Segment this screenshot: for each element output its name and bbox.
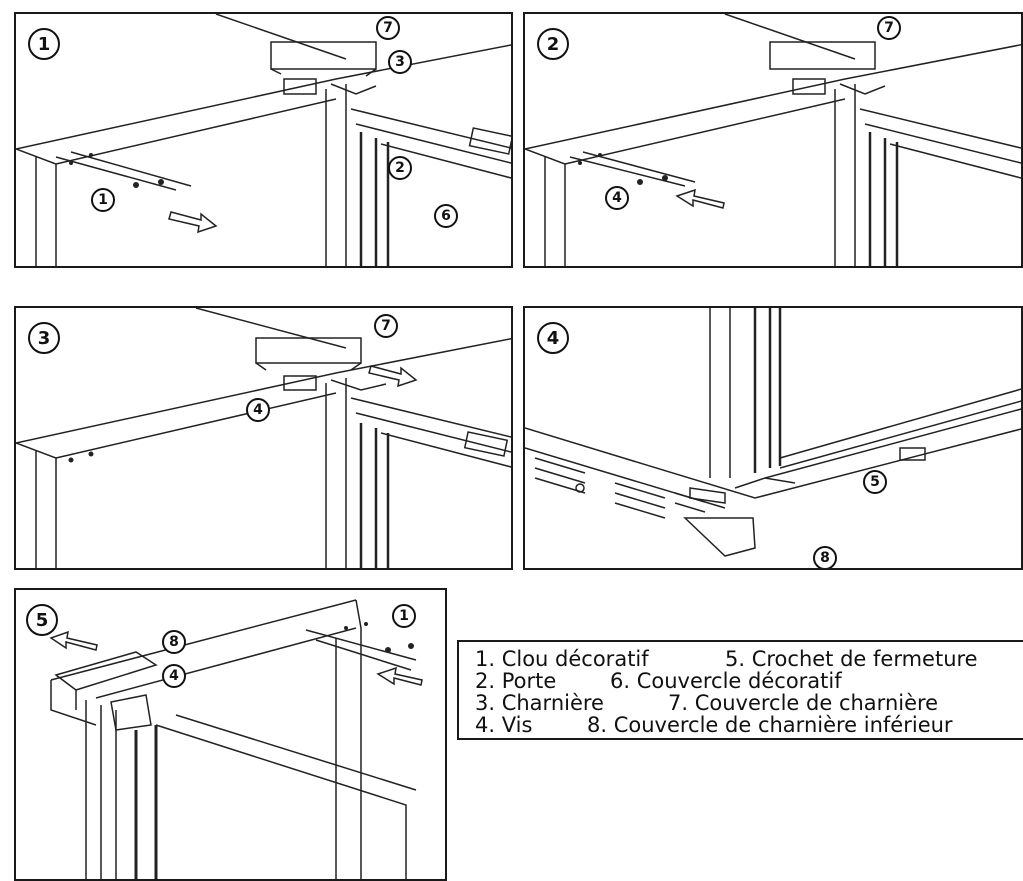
panel-2-illustration [525,14,1021,266]
callout-lower-hinge-cover: 8 [813,546,837,568]
panel-step-2: 2 7 4 [523,12,1023,268]
callout-closing-hook: 5 [863,470,887,494]
legend-row: 3. Charnière 7. Couvercle de charnière [475,692,938,714]
legend-row: 2. Porte 6. Couvercle décoratif [475,670,842,692]
callout-lower-hinge-cover: 8 [162,630,186,654]
step-number-badge: 3 [28,322,60,354]
callout-hinge-cover: 7 [376,16,400,40]
legend-item: 5. Crochet de fermeture [725,647,978,671]
legend-item: 1. Clou décoratif [475,647,649,671]
panel-1-illustration [16,14,511,266]
legend-item: 8. Couvercle de charnière inférieur [587,713,953,737]
legend-row: 4. Vis 8. Couvercle de charnière inférieu… [475,714,953,736]
panel-step-1: 1 7 3 2 6 1 [14,12,513,268]
panel-step-4: 4 5 8 [523,306,1023,570]
panel-step-5: 5 8 4 1 [14,588,447,881]
callout-decorative-nail: 1 [91,188,115,212]
callout-screw: 4 [605,186,629,210]
step-number-badge: 1 [28,28,60,60]
legend-row: 1. Clou décoratif 5. Crochet de fermeture [475,648,978,670]
step-number-badge: 2 [537,28,569,60]
callout-hinge: 3 [388,50,412,74]
callout-decorative-nail: 1 [392,604,416,628]
callout-hinge-cover: 7 [374,314,398,338]
step-number-badge: 4 [537,322,569,354]
legend-item: 6. Couvercle décoratif [610,669,842,693]
panel-5-illustration [49,599,423,879]
legend-item: 4. Vis [475,713,533,737]
callout-hinge-cover: 7 [877,16,901,40]
legend-item: 7. Couvercle de charnière [668,691,939,715]
callout-screw: 4 [162,664,186,688]
step-number-badge: 5 [26,604,58,636]
callout-screw: 4 [246,398,270,422]
parts-legend: 1. Clou décoratif 5. Crochet de fermeture… [457,640,1023,740]
callout-door: 2 [388,156,412,180]
panel-4-illustration [525,308,1021,557]
legend-item: 3. Charnière [475,691,604,715]
callout-decorative-cover: 6 [434,204,458,228]
legend-item: 2. Porte [475,669,557,693]
panel-step-3: 3 7 4 [14,306,513,570]
panel-3-illustration [16,308,511,568]
